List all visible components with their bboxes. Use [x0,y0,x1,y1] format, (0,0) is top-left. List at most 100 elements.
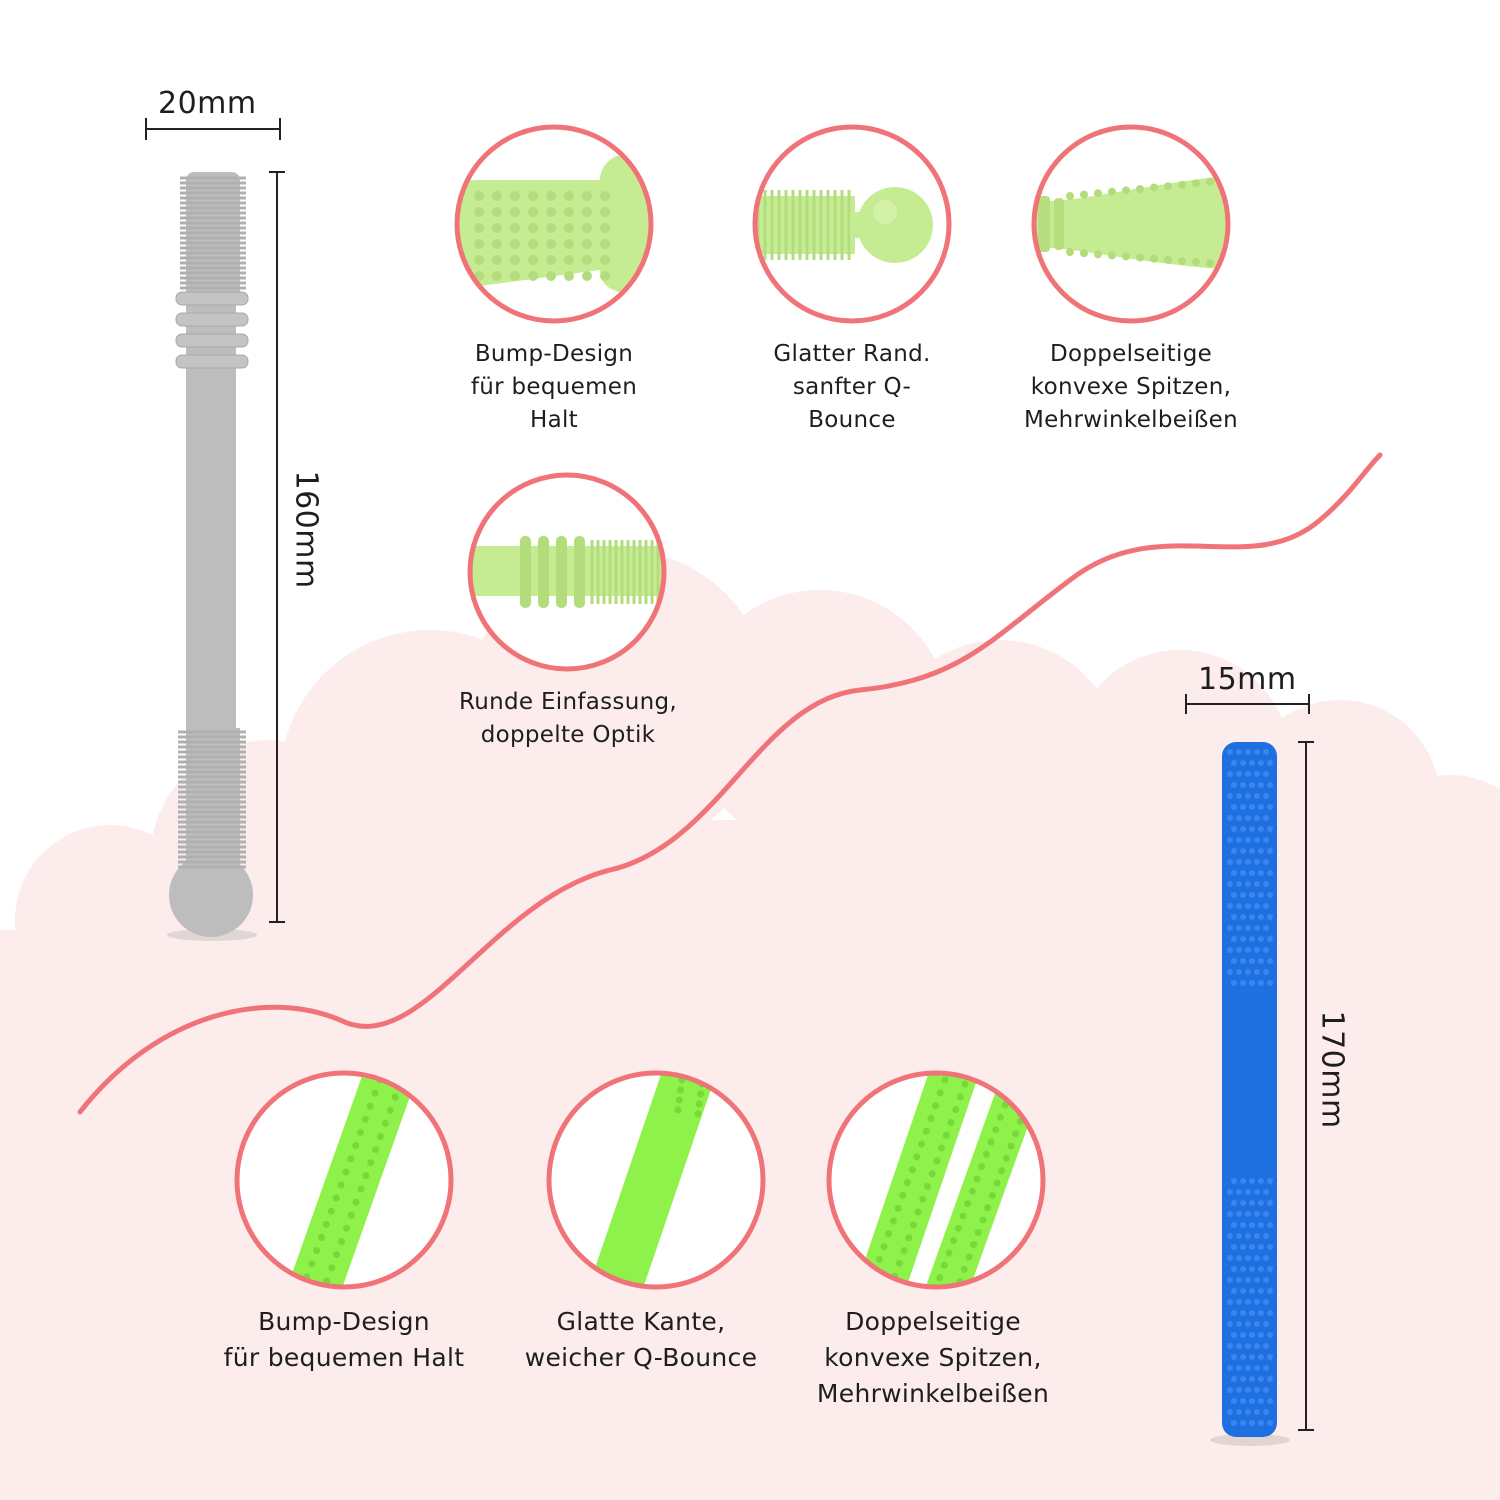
bump [1236,1387,1242,1393]
feature-caption-round-rim: Runde Einfassung, doppelte Optik [428,686,708,752]
bump [978,1163,986,1171]
caption-line: doppelte Optik [480,722,656,748]
bump [1240,826,1246,832]
bump [1012,1130,1020,1138]
bump [1249,1244,1255,1250]
bump [1108,251,1116,260]
bump [546,191,556,201]
bump [1254,815,1260,821]
bump [998,1167,1006,1175]
green-double-stick-icon [826,1070,1046,1290]
feature-caption-smooth-edge: Glatter Rand. sanfter Q- Bounce [732,338,972,437]
bump [474,239,484,249]
bump [1258,1178,1264,1184]
bump [1263,903,1269,909]
bump [1245,925,1251,931]
bump [1267,1354,1273,1360]
bump [1245,793,1251,799]
bump [1227,1343,1233,1349]
bump [1263,1255,1269,1261]
bump [1249,1222,1255,1228]
bump [1240,848,1246,854]
bump [1254,771,1260,777]
bump [1240,1354,1246,1360]
bump [1267,826,1273,832]
bump [1236,1277,1242,1283]
bump [1245,1189,1251,1195]
bump [1245,815,1251,821]
bump [1263,1211,1269,1217]
bump [528,223,538,233]
bump [1227,859,1233,865]
bump [1267,1266,1273,1272]
bump [1236,1299,1242,1305]
bump [1236,859,1242,865]
bump [1236,1255,1242,1261]
bump [1080,190,1088,199]
bump [352,1198,360,1206]
caption-line: sanfter Q- [792,374,912,400]
bump [1267,782,1273,788]
ring [574,536,585,608]
bump [564,239,574,249]
bump [1206,259,1214,268]
bump [1249,1200,1255,1206]
bump [564,207,574,217]
bump [1258,782,1264,788]
bump [1263,1343,1269,1349]
bump [546,271,556,281]
bump [1267,1200,1273,1206]
bump [1245,859,1251,865]
bump [1263,1409,1269,1415]
bump [1227,815,1233,821]
bump [1231,914,1237,920]
bump [600,207,610,217]
bump [308,1260,316,1268]
bump [1258,914,1264,920]
bump [1150,254,1158,263]
bump [1231,1398,1237,1404]
bump [1227,837,1233,843]
bump [361,1115,369,1123]
bump [582,239,592,249]
bump [1240,1222,1246,1228]
bump [362,1172,370,1180]
bump [332,1194,340,1202]
bump [600,191,610,201]
bump [1231,782,1237,788]
bump [1267,804,1273,810]
bump [347,1155,355,1163]
bump [973,1175,981,1183]
bump [357,1185,365,1193]
bump [1267,1244,1273,1250]
bump [1240,1332,1246,1338]
bump [1267,1178,1273,1184]
bump [377,1133,384,1140]
bump [1227,881,1233,887]
bump [1249,1178,1255,1184]
ring-ridges-icon [467,472,667,672]
grey-teether-rings [175,291,249,369]
bump [1258,1310,1264,1316]
bump [1245,1233,1251,1239]
bump [1249,848,1255,854]
bump [1227,1211,1233,1217]
caption-line: Bump-Design [258,1307,430,1336]
bump [1258,848,1264,854]
bump [1258,1200,1264,1206]
bump [1245,903,1251,909]
bump [474,223,484,233]
bump [913,1153,921,1161]
bump [992,1126,1000,1134]
bump [1263,1299,1269,1305]
bump [1245,837,1251,843]
bump [342,1168,350,1176]
bump [1245,1365,1251,1371]
bump [1231,870,1237,876]
bump [546,207,556,217]
blue-teether-bumps [1227,749,1273,1426]
bump [328,1264,336,1272]
bump [908,1166,916,1174]
bump [1236,925,1242,931]
bump [1249,870,1255,876]
